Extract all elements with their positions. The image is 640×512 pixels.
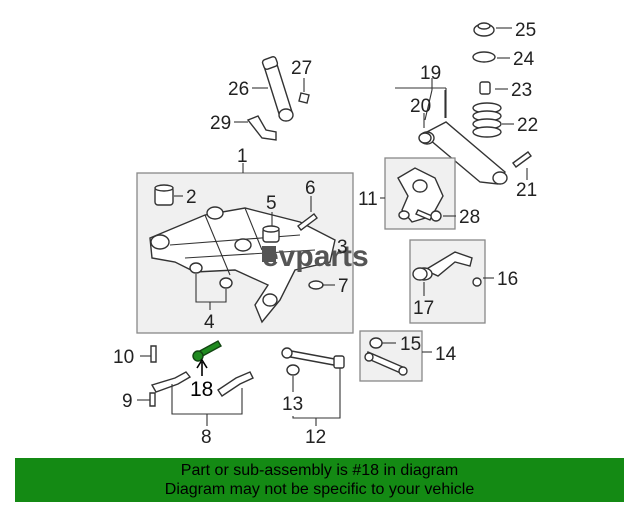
lateral-link-12 (281, 347, 345, 369)
mount-25 (473, 22, 495, 37)
callout-2: 2 (186, 187, 197, 208)
bolt-28 (415, 209, 442, 222)
bushing-4-right (219, 277, 233, 289)
callout-25: 25 (515, 20, 536, 41)
callout-23: 23 (511, 80, 532, 101)
callout-14: 14 (435, 344, 457, 365)
callout-27: 27 (291, 58, 312, 79)
bracket-29 (246, 115, 277, 141)
info-banner: Part or sub-assembly is #18 in diagram D… (15, 458, 624, 502)
bushing-15 (369, 337, 383, 349)
bolt-27 (298, 92, 310, 104)
callout-24: 24 (513, 49, 535, 70)
callout-10: 10 (113, 347, 134, 368)
bushing-17 (412, 267, 428, 281)
callout-13: 13 (282, 394, 303, 415)
bushing-2 (154, 184, 174, 206)
bolt-9 (149, 392, 156, 407)
callout-3: 3 (337, 237, 348, 258)
callout-26: 26 (228, 79, 249, 100)
watermark-logo: evparts (262, 240, 369, 273)
callout-15: 15 (400, 334, 421, 355)
bushing-5 (262, 225, 280, 243)
callout-12: 12 (305, 427, 326, 448)
bushing-20 (418, 132, 432, 144)
arm-8-right (217, 371, 254, 397)
arm-8-left (150, 371, 192, 393)
callout-9: 9 (122, 391, 133, 412)
bushing-4-left (189, 262, 203, 274)
callout-5: 5 (266, 193, 277, 214)
callout-29: 29 (210, 113, 231, 134)
knuckle-11 (397, 167, 444, 223)
shock-absorber (261, 56, 294, 122)
callout-7: 7 (338, 276, 349, 297)
callout-18: 18 (190, 378, 213, 401)
callout-17: 17 (413, 298, 434, 319)
seat-24 (472, 51, 496, 63)
washer-7 (308, 280, 324, 290)
banner-line-1: Part or sub-assembly is #18 in diagram (180, 462, 459, 479)
callout-19: 19 (420, 63, 441, 84)
banner-line-2: Diagram may not be specific to your vehi… (164, 481, 475, 498)
callout-6: 6 (305, 178, 316, 199)
callout-21: 21 (516, 180, 537, 201)
bumper-23 (479, 81, 491, 95)
parts-diagram: evparts 1 2 3 4 5 6 7 8 9 10 11 12 13 14… (113, 20, 538, 448)
bushing-13 (286, 364, 300, 376)
callout-20: 20 (410, 96, 431, 117)
bolt-21 (512, 151, 532, 168)
callout-4: 4 (204, 312, 215, 333)
callout-28: 28 (459, 207, 480, 228)
bolt-6 (297, 213, 318, 231)
link-14 (364, 351, 408, 376)
callout-1: 1 (237, 146, 248, 167)
bolt-18-highlighted (192, 340, 222, 362)
coil-spring-22 (472, 102, 502, 138)
callout-22: 22 (517, 115, 538, 136)
callout-8: 8 (201, 427, 212, 448)
callout-11: 11 (358, 189, 378, 210)
bolt-10 (150, 345, 157, 363)
link-box (359, 330, 423, 382)
watermark-text: evparts (262, 240, 369, 273)
callout-16: 16 (497, 269, 518, 290)
